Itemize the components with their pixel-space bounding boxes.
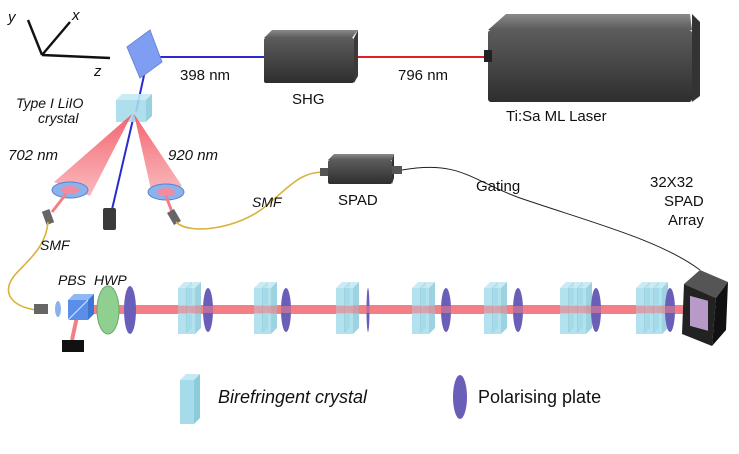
smf-left-label: SMF	[40, 237, 71, 253]
axis-x-label: x	[71, 7, 80, 24]
fiber-coupler-right	[167, 208, 181, 226]
crystal-label-line2: crystal	[38, 110, 79, 126]
beam-dump	[103, 208, 116, 230]
spad-array	[682, 270, 728, 346]
legend-birefringent-label: Birefringent crystal	[218, 387, 368, 407]
hwp-label: HWP	[94, 272, 127, 288]
wavelength-398-label: 398 nm	[180, 67, 230, 84]
half-wave-plate	[96, 285, 120, 335]
pbs-label: PBS	[58, 272, 87, 288]
uv-beam-to-dump	[109, 114, 135, 219]
legend-polariser-label: Polarising plate	[478, 387, 601, 407]
axis-y-label: y	[7, 9, 17, 26]
idler-beam-to-coupler	[164, 195, 174, 213]
fiber-middle-smf	[175, 171, 325, 230]
shg-label: SHG	[292, 91, 325, 108]
lens-702	[51, 181, 89, 199]
pbs-beam-dump	[62, 340, 84, 352]
idler-cone-920	[134, 114, 182, 194]
laser-label: Ti:Sa ML Laser	[506, 108, 607, 125]
idler-920-label: 920 nm	[168, 147, 218, 164]
mirror	[126, 29, 163, 79]
smf-middle-label: SMF	[252, 194, 283, 210]
spad-array-label-line1: 32X32	[650, 174, 693, 191]
laser-box	[484, 14, 700, 102]
signal-beam-to-coupler	[50, 193, 68, 213]
coordinate-axes: y x z	[7, 7, 111, 80]
fiber-coupler-left	[41, 209, 55, 225]
axis-z-label: z	[93, 63, 102, 80]
pbs-cube	[67, 294, 94, 321]
fiber-left-smf	[7, 221, 49, 311]
spad-label: SPAD	[338, 192, 378, 209]
imaging-beam-overlay	[140, 306, 690, 313]
signal-702-label: 702 nm	[8, 147, 58, 164]
legend-polariser-swatch	[453, 375, 467, 419]
crystal-label-line1: Type I LiIO	[16, 95, 84, 111]
lilio-crystal	[116, 94, 152, 122]
gating-cable	[401, 166, 701, 271]
shg-box	[264, 30, 358, 83]
legend: Birefringent crystal Polarising plate	[180, 374, 601, 424]
input-lens	[55, 301, 61, 317]
spad-array-label-line3: Array	[668, 212, 704, 229]
optical-train	[140, 282, 690, 334]
spad-detector	[320, 154, 402, 184]
gating-label: Gating	[476, 178, 520, 195]
spad-array-label-line2: SPAD	[664, 193, 704, 210]
polariser-1	[124, 286, 136, 334]
legend-crystal-swatch	[180, 374, 200, 424]
wavelength-796-label: 796 nm	[398, 67, 448, 84]
signal-cone-702	[54, 114, 132, 196]
input-fiber-coupler	[34, 304, 48, 314]
